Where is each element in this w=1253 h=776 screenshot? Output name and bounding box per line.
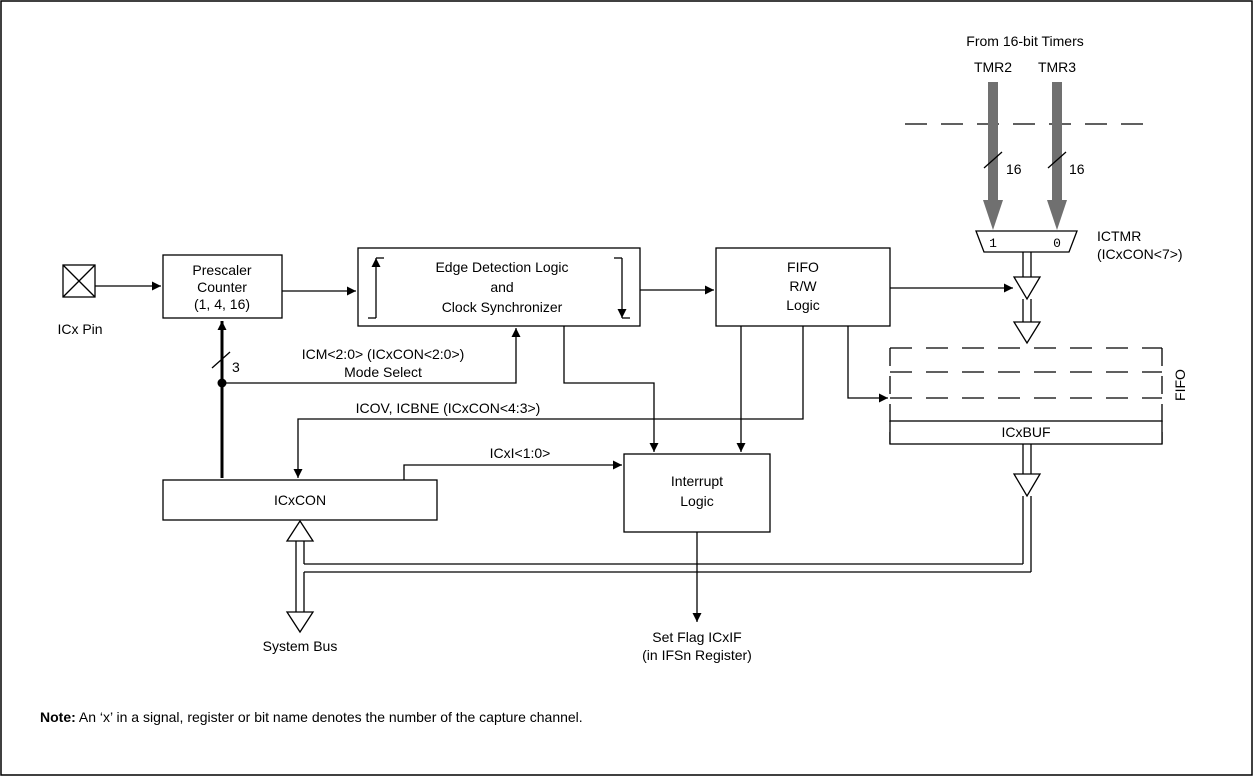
mode-select-to-edge-arrow bbox=[222, 328, 521, 384]
tmr2-label: TMR2 bbox=[974, 59, 1012, 75]
icx-pin-cross-2 bbox=[62, 264, 96, 298]
fifo-logic-to-stack-arrow bbox=[847, 326, 888, 403]
edge-to-interrupt-arrow bbox=[563, 326, 659, 452]
ictmr-bit-label: (ICxCON<7>) bbox=[1097, 246, 1183, 262]
fifo-input-arrowhead bbox=[1012, 321, 1042, 345]
tmr3-bus-arrow bbox=[1047, 82, 1067, 230]
icxcon-label: ICxCON bbox=[274, 492, 326, 508]
footnote-bold: Note: bbox=[40, 709, 76, 725]
fifo-logic-line3: Logic bbox=[786, 297, 819, 313]
icxbuf-output-triangle bbox=[1012, 473, 1042, 498]
prescaler-line1: Prescaler bbox=[192, 262, 251, 278]
tmr3-width-label: 16 bbox=[1069, 161, 1085, 177]
system-bus-down-arrowhead bbox=[285, 611, 315, 634]
system-bus-up-arrowhead bbox=[285, 519, 315, 542]
status-to-icxcon-arrow bbox=[293, 326, 804, 478]
tmr3-label: TMR3 bbox=[1038, 59, 1076, 75]
tmr3-width-slash bbox=[1047, 151, 1067, 169]
interrupt-line2: Logic bbox=[680, 493, 713, 509]
mode-select-label-1: ICM<2:0> (ICxCON<2:0>) bbox=[302, 346, 465, 362]
ictmr-label: ICTMR bbox=[1097, 228, 1141, 244]
edge-detection-block bbox=[357, 247, 641, 327]
timers-header: From 16-bit Timers bbox=[966, 33, 1083, 49]
fifo-side-label: FIFO bbox=[1172, 369, 1188, 401]
mux-input-0: 0 bbox=[1053, 236, 1061, 251]
interrupt-logic-block bbox=[623, 453, 771, 533]
timer-buffer-triangle bbox=[1012, 276, 1042, 301]
set-flag-label-1: Set Flag ICxIF bbox=[652, 629, 741, 645]
status-bits-label: ICOV, ICBNE (ICxCON<4:3>) bbox=[356, 400, 541, 416]
edge-line1: Edge Detection Logic bbox=[435, 259, 568, 275]
fifo-logic-line1: FIFO bbox=[787, 259, 819, 275]
footnote-text: An ‘x’ in a signal, register or bit name… bbox=[76, 709, 583, 725]
icxi-label: ICxI<1:0> bbox=[490, 445, 551, 461]
footnote: Note: An ‘x’ in a signal, register or bi… bbox=[40, 709, 583, 725]
icxbuf-label: ICxBUF bbox=[1002, 424, 1051, 440]
mux-input-1: 1 bbox=[989, 236, 997, 251]
edge-line2: and bbox=[490, 279, 513, 295]
fifo-rw-logic-block bbox=[715, 247, 891, 327]
icx-pin-label: ICx Pin bbox=[57, 321, 102, 337]
fifo-logic-line2: R/W bbox=[789, 278, 817, 294]
system-bus-label: System Bus bbox=[263, 638, 338, 654]
tmr2-width-slash bbox=[983, 151, 1003, 169]
mode-select-label-2: Mode Select bbox=[344, 364, 422, 380]
edge-line3: Clock Synchronizer bbox=[442, 299, 563, 315]
tmr2-width-label: 16 bbox=[1006, 161, 1022, 177]
interrupt-line1: Interrupt bbox=[671, 473, 723, 489]
prescaler-counter-block bbox=[162, 254, 283, 319]
set-flag-label-2: (in IFSn Register) bbox=[642, 647, 752, 663]
tmr2-bus-arrow bbox=[983, 82, 1003, 230]
icxbuf-register bbox=[889, 420, 1163, 445]
timer-mux bbox=[975, 230, 1078, 253]
icxi-to-interrupt-arrow bbox=[403, 460, 622, 480]
mode-width-label: 3 bbox=[232, 359, 240, 375]
prescaler-line2: Counter bbox=[197, 279, 247, 295]
prescaler-line3: (1, 4, 16) bbox=[194, 296, 250, 312]
mode-width-slash bbox=[211, 351, 231, 369]
icxcon-register-block bbox=[162, 479, 438, 521]
